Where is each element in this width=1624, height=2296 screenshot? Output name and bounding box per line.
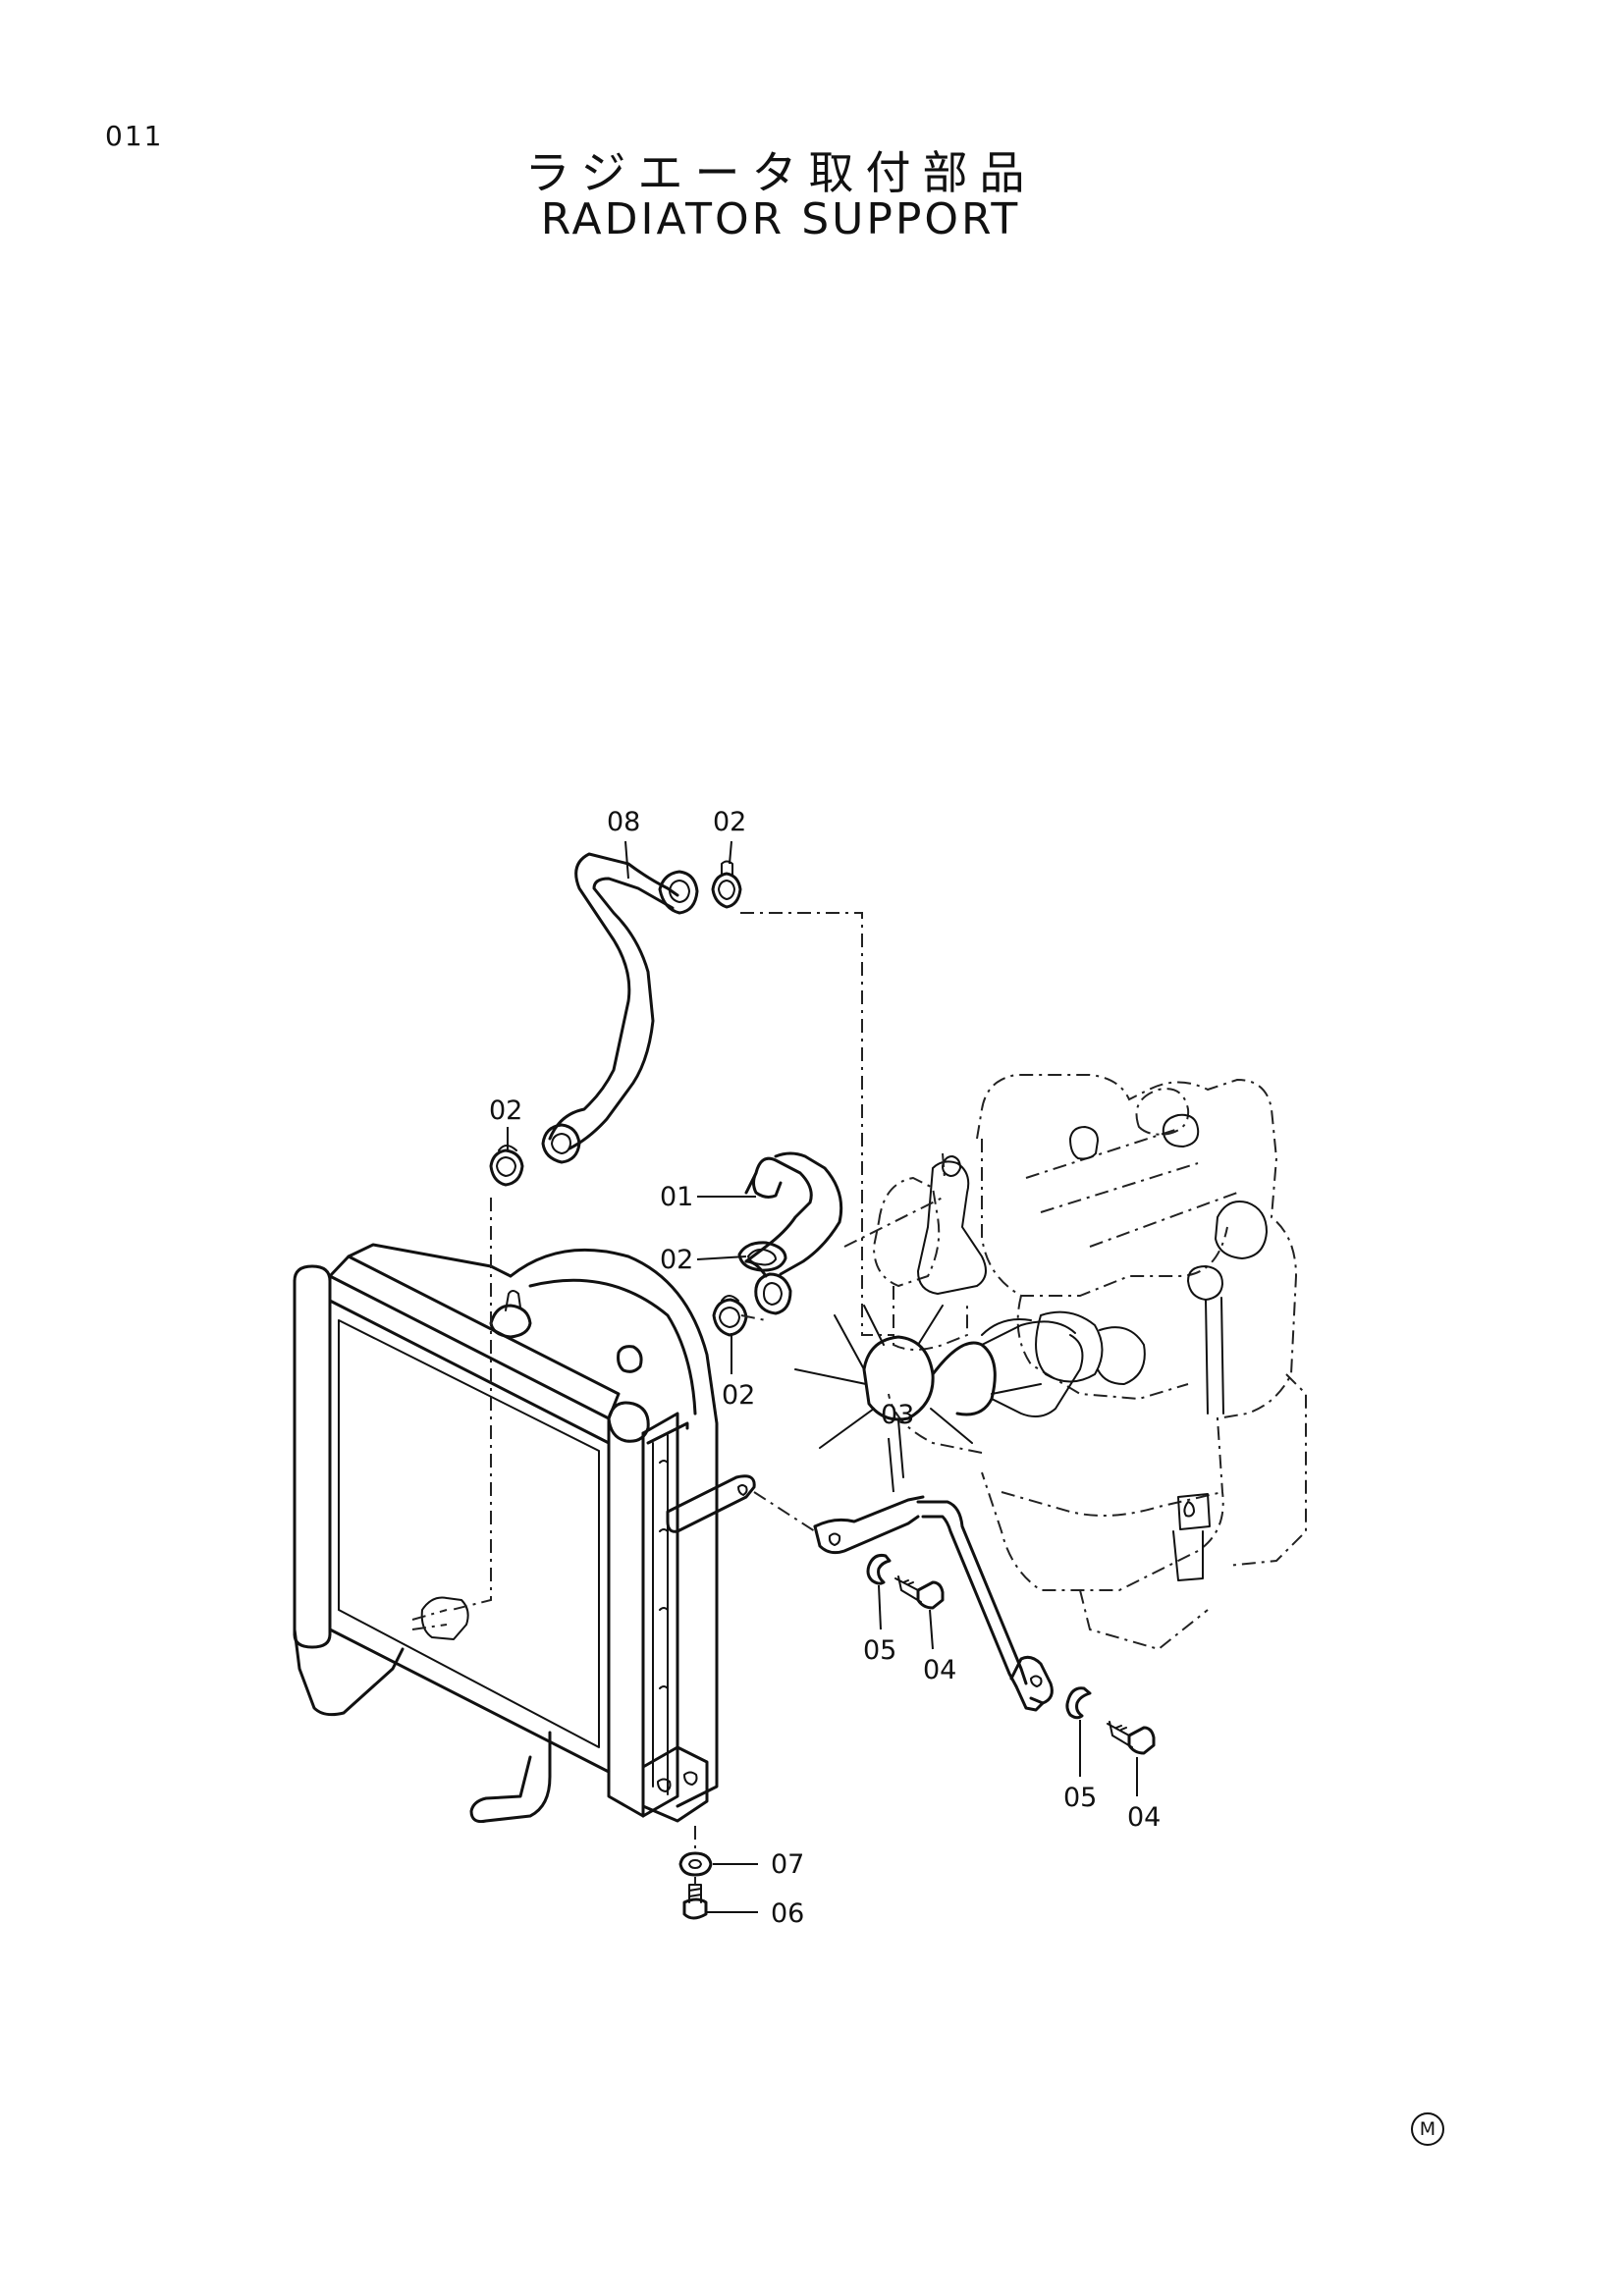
cooling-fan	[794, 1305, 1084, 1478]
callout-06: 06	[771, 1898, 804, 1929]
callout-04-b: 04	[1127, 1802, 1161, 1833]
hose-clamps	[489, 860, 787, 1337]
engine-details	[917, 1113, 1268, 1581]
lower-hose	[744, 1151, 843, 1315]
callout-02-top: 02	[713, 807, 746, 837]
callout-04-a: 04	[923, 1655, 956, 1685]
title-japanese: ラジエータ取付部品	[524, 146, 1037, 199]
page-number: 011	[105, 120, 164, 152]
assembly-guide-lines	[451, 912, 946, 1885]
callout-08: 08	[607, 807, 640, 837]
callout-03: 03	[881, 1400, 914, 1430]
callout-05-b: 05	[1063, 1783, 1097, 1813]
callout-05-a: 05	[863, 1635, 896, 1666]
radiator	[293, 1243, 719, 1823]
radiator-bottom-bracket	[641, 1745, 709, 1823]
callout-02-mid: 02	[660, 1245, 693, 1275]
callout-leaders	[507, 840, 1138, 1913]
callout-02-left: 02	[489, 1095, 522, 1126]
title-english: RADIATOR SUPPORT	[540, 194, 1021, 244]
callout-01: 01	[660, 1182, 693, 1212]
washers-and-bolts	[866, 1554, 1156, 1755]
callout-labels: 08 02 02 01 02 02 03 05 04 05 04 07 06	[489, 807, 1161, 1929]
washer-and-bolt-bottom	[678, 1851, 713, 1920]
callout-02-low: 02	[722, 1380, 755, 1411]
upper-hose	[541, 852, 699, 1164]
support-stay	[813, 1495, 1054, 1712]
radiator-side-bracket	[666, 1474, 816, 1533]
callout-07: 07	[771, 1849, 804, 1880]
engine-outline	[872, 1074, 1307, 1651]
manufacturer-mark: M	[1411, 2112, 1444, 2146]
